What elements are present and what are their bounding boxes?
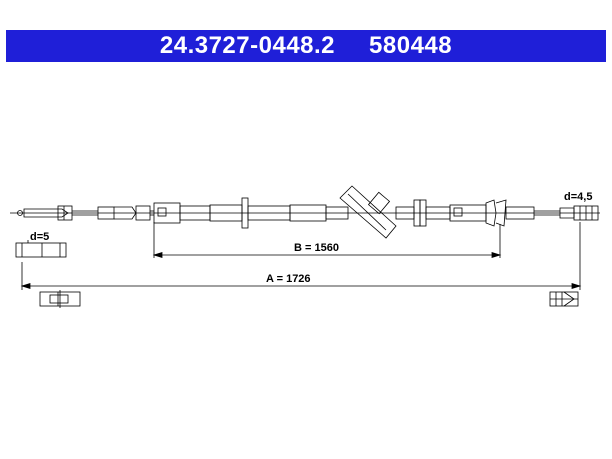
d-left-label: d=5 [30,231,49,243]
right-end-fitting [559,205,599,221]
angled-clip [339,185,397,239]
reference-number: 580448 [369,32,453,59]
left-detail-view [15,240,67,258]
bottom-left-detail [39,290,81,308]
left-end-fitting [17,205,73,221]
bottom-right-detail [549,291,579,307]
mid-cable-section [395,199,560,227]
part-number: 24.3727-0448.2 [159,32,336,59]
dimension-b [152,222,502,259]
b-dimension-label: B = 1560 [294,242,339,254]
d-right-label: d=4,5 [564,191,592,203]
part-header-bar: 24.3727-0448.2 580448 [6,30,606,62]
dimension-a [20,222,582,290]
left-cable-section [72,205,154,221]
a-dimension-label: A = 1726 [266,273,311,285]
cable-sleeve [153,197,349,229]
